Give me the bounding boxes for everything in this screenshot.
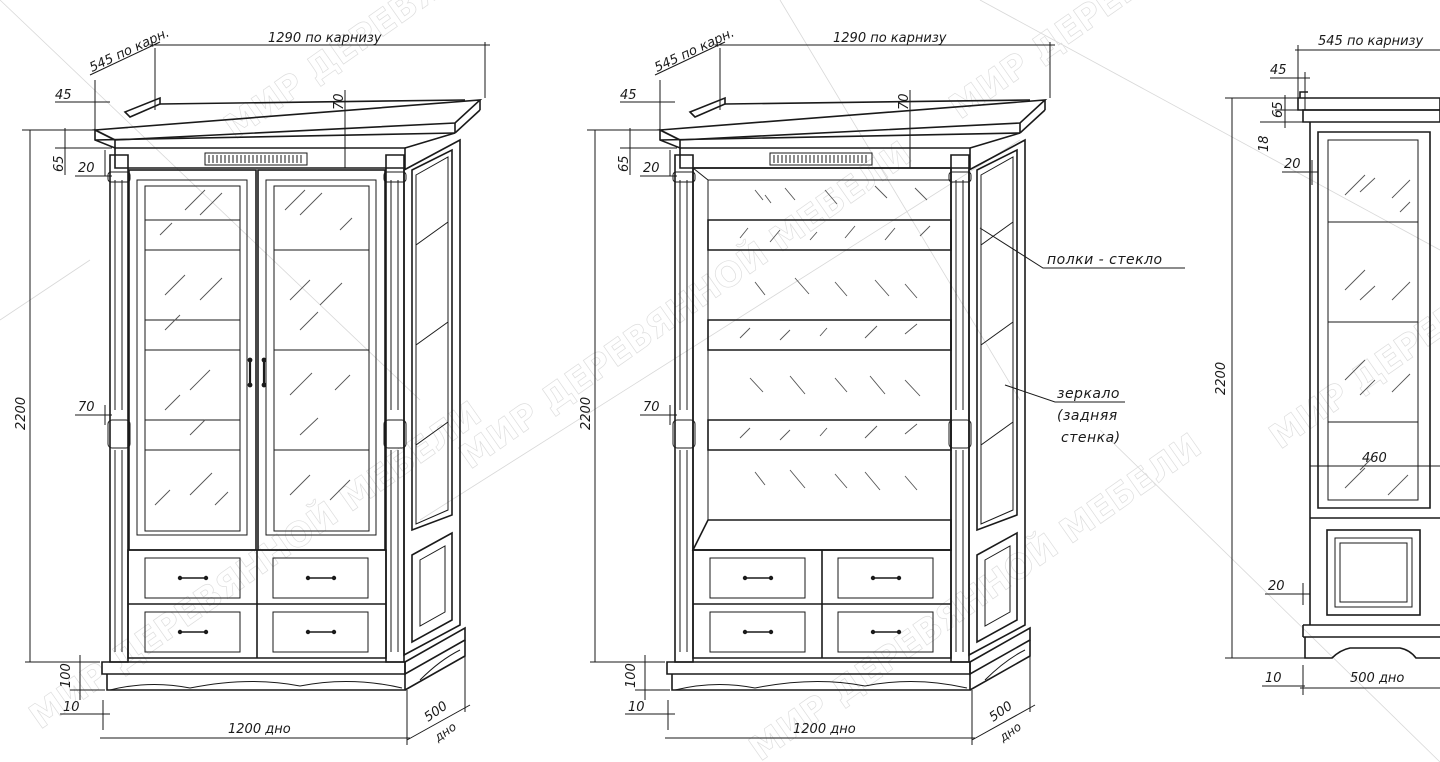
label-mirror-back: (задняя: [1057, 408, 1118, 424]
dim-45: 45: [620, 88, 637, 103]
door-handles: [247, 357, 267, 388]
watermark-text: МИР ДЕРЕВЯННОЙ МЕБЕЛИ: [217, 0, 684, 147]
glass-door-left: [128, 169, 257, 551]
dim-10: 10: [63, 700, 80, 715]
dim-width-cornice: 1290 по карнизу: [833, 31, 947, 46]
dim-45: 45: [55, 88, 72, 103]
dim-70-top: 70: [332, 93, 347, 110]
view-front-open: 1290 по карнизу 545 по карн. 45 65 20 70…: [579, 26, 1185, 746]
watermark-text: МИР ДЕРЕВЯННОЙ МЕБЕЛИ: [452, 133, 919, 477]
dim-depth-cornice: 545 по карн.: [87, 26, 171, 76]
leader-shelves: [979, 227, 1185, 269]
glass-shelf: [707, 319, 952, 351]
carved-frieze: [204, 152, 308, 166]
dim-20-bottom: 20: [1268, 579, 1285, 594]
dim-depth-base: 500: [987, 699, 1016, 726]
dim-70-top: 70: [897, 93, 912, 110]
dim-width-cornice: 1290 по карнизу: [268, 31, 382, 46]
dim-10: 10: [1265, 671, 1282, 686]
dim-height: 2200: [1214, 362, 1229, 395]
dim-20: 20: [78, 161, 95, 176]
label-mirror: зеркало: [1057, 386, 1120, 402]
dim-width-base: 1200 дно: [228, 722, 291, 737]
dim-100: 100: [624, 663, 639, 688]
side-panel: [1326, 529, 1421, 616]
side-glass-frame: [1317, 131, 1431, 509]
dim-height: 2200: [579, 397, 594, 430]
label-mirror-wall: стенка): [1061, 430, 1121, 446]
mirror-hatching: [739, 185, 931, 491]
glass-shelf: [707, 219, 952, 251]
dim-18: 18: [1257, 135, 1272, 152]
label-shelves-glass: полки - стекло: [1047, 252, 1163, 268]
leader-mirror: [1004, 384, 1125, 403]
watermark-text: МИР ДЕРЕВЯННОЙ МЕБЕЛИ: [942, 0, 1409, 127]
glass-door-right: [257, 169, 386, 551]
side-glass-hatching: [1344, 174, 1411, 496]
dim-65: 65: [617, 155, 632, 172]
dim-100: 100: [59, 663, 74, 688]
view-front-closed: 1290 по карнизу 545 по карн. 45 65 20 70…: [14, 26, 491, 746]
carved-frieze: [769, 152, 873, 166]
glass-hatching: [154, 189, 353, 506]
dim-depth-cornice: 545 по карн.: [652, 26, 736, 76]
dim-20: 20: [643, 161, 660, 176]
dim-70-side: 70: [78, 400, 95, 415]
dim-70-side: 70: [643, 400, 660, 415]
dim-depth-base-unit: дно: [996, 720, 1024, 746]
dim-460: 460: [1362, 451, 1387, 466]
dim-45: 45: [1270, 63, 1287, 78]
dim-depth-base: 500 дно: [1350, 671, 1404, 686]
glass-shelf: [707, 419, 952, 451]
dim-height: 2200: [14, 397, 29, 430]
dim-width-base: 1200 дно: [793, 722, 856, 737]
dim-depth-base: 500: [422, 699, 451, 726]
dim-depth-cornice: 545 по карнизу: [1318, 34, 1423, 49]
view-side: 545 по карнизу 45 65 18 20 2200 460 20 1…: [1214, 34, 1440, 695]
dim-depth-base-unit: дно: [431, 720, 459, 746]
dim-65: 65: [1271, 101, 1286, 118]
dim-65: 65: [52, 155, 67, 172]
interior: [691, 167, 952, 551]
watermark-text: МИР ДЕРЕВЯННОЙ МЕБЕЛИ: [742, 425, 1209, 762]
dim-10: 10: [628, 700, 645, 715]
dim-20-top: 20: [1284, 157, 1301, 172]
